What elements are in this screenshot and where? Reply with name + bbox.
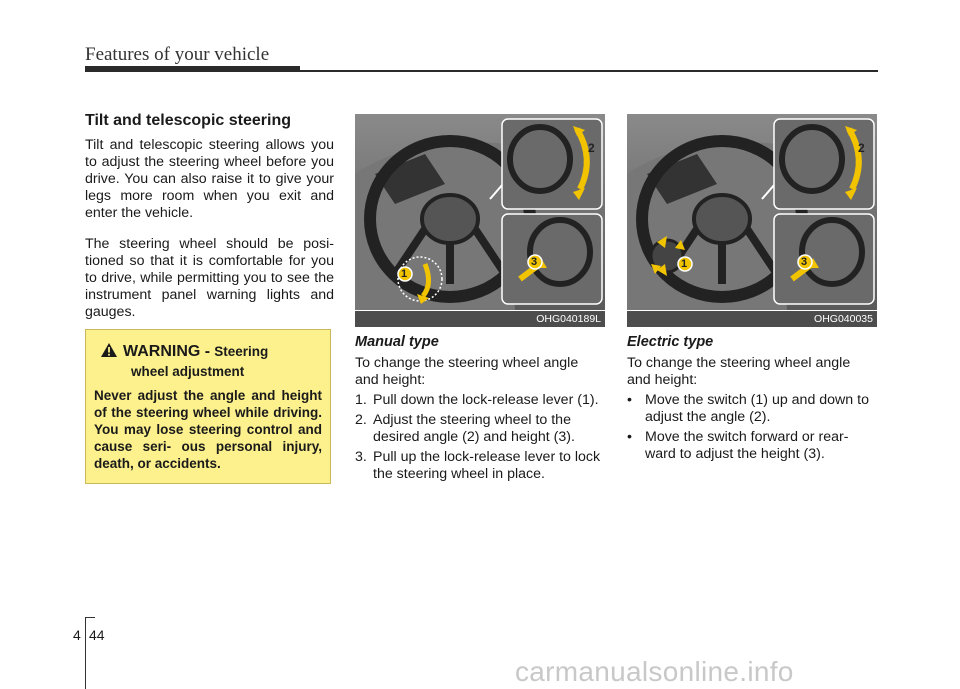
- header-rule: [85, 66, 300, 72]
- electric-column: 1 2 3 OHG040035 Electric type To change …: [627, 114, 877, 466]
- footer-rule-tick: [85, 617, 95, 618]
- running-header: Features of your vehicle: [85, 44, 270, 65]
- intro-paragraph-2: The steering wheel should be posi- tione…: [85, 236, 334, 320]
- figure-code: OHG040189L: [355, 310, 605, 327]
- page-number: 44: [89, 627, 105, 643]
- section-heading: Tilt and telescopic steering: [85, 112, 291, 129]
- warning-box: WARNING - Steering wheel adjustment Neve…: [85, 329, 331, 484]
- warning-triangle-icon: [100, 342, 118, 363]
- manual-type-heading: Manual type: [355, 334, 439, 350]
- electric-steering-figure: 1 2 3: [627, 114, 877, 310]
- callout-3: 3: [801, 256, 808, 268]
- warning-body: Never adjust the angle and height of the…: [94, 388, 322, 471]
- manual-steering-figure: 1 2 3: [355, 114, 605, 310]
- warning-title: WARNING - Steering: [94, 342, 322, 363]
- callout-2: 2: [858, 141, 865, 155]
- warning-subject: Steering: [214, 344, 269, 359]
- warning-word: WARNING -: [123, 343, 211, 360]
- figure-code: OHG040035: [627, 310, 877, 327]
- callout-2: 2: [588, 141, 595, 155]
- chapter-number: 4: [73, 627, 81, 643]
- watermark: carmanualsonline.info: [515, 656, 794, 687]
- electric-bullets: •Move the switch (1) up and down to adju…: [627, 392, 877, 463]
- manual-steps: 1.Pull down the lock-release lever (1). …: [355, 392, 605, 483]
- intro-paragraph-1: Tilt and telescopic steering allows you …: [85, 137, 334, 221]
- manual-intro: To change the steering wheel angle and h…: [355, 355, 579, 388]
- list-item: •Move the switch forward or rear- ward t…: [627, 429, 849, 462]
- electric-intro: To change the steering wheel angle and h…: [627, 355, 851, 388]
- list-item: 3.Pull up the lock-release lever to lock…: [355, 449, 601, 482]
- warning-subject-2: wheel adjustment: [131, 364, 245, 379]
- list-item: •Move the switch (1) up and down to adju…: [627, 392, 869, 425]
- callout-1: 1: [681, 258, 688, 270]
- callout-1: 1: [401, 268, 408, 280]
- list-item: 1.Pull down the lock-release lever (1).: [355, 392, 599, 408]
- footer-rule: [85, 617, 86, 689]
- intro-column: Tilt and telescopic steering Tilt and te…: [85, 111, 334, 335]
- electric-type-heading: Electric type: [627, 334, 714, 350]
- callout-3: 3: [531, 256, 538, 268]
- manual-column: 1 2 3 OHG040189L Manual type To change t…: [355, 114, 605, 486]
- list-item: 2.Adjust the steering wheel to the desir…: [355, 412, 575, 445]
- header-rule-thin: [300, 70, 878, 72]
